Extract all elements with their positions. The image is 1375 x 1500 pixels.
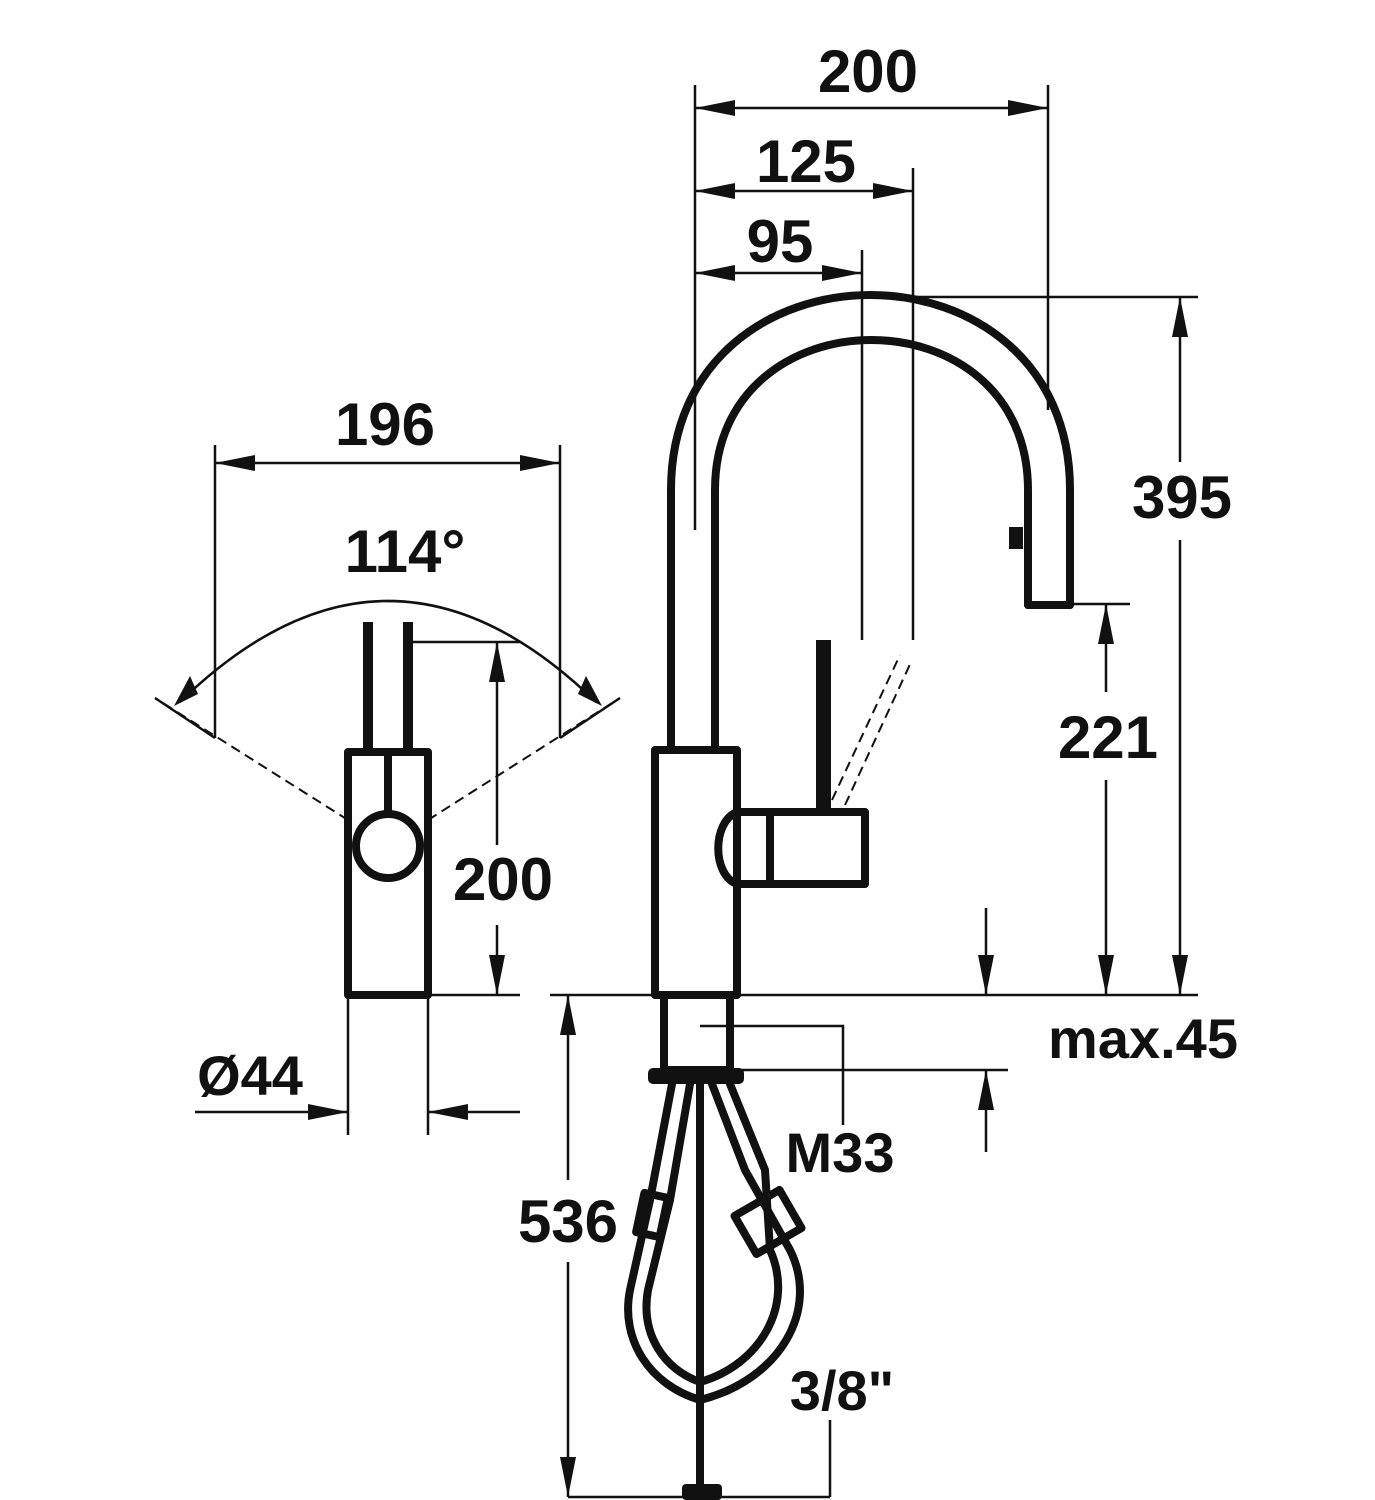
arrow-200-r — [1008, 100, 1048, 116]
arrow-125-r — [873, 183, 913, 199]
arrow-44-r — [428, 1104, 468, 1120]
hose-left-inner — [642, 1080, 704, 1386]
arrow-125-l — [695, 183, 735, 199]
label-200-top: 200 — [818, 38, 918, 105]
lever-hub — [714, 808, 741, 888]
lever-open-position — [844, 659, 913, 806]
lever-block — [733, 808, 869, 888]
label-221: 221 — [1058, 704, 1158, 771]
label-diameter-44: Ø44 — [197, 1044, 303, 1107]
arrow-f200-t — [489, 642, 505, 682]
m33-leader — [700, 1024, 845, 1125]
swivel-left-limit — [154, 697, 349, 821]
dimension-labels: 200 125 95 395 221 max.45 M33 536 3/8" 1… — [197, 38, 1238, 1422]
front-lever-right — [403, 622, 413, 752]
label-114-degrees: 114° — [345, 518, 466, 585]
hose-connector-right — [730, 1185, 806, 1259]
arrow-221-t — [1098, 604, 1114, 644]
arrow-536-b — [560, 1457, 576, 1497]
hose-left — [624, 1080, 704, 1404]
shank — [660, 991, 734, 1074]
swivel-left-ext — [154, 696, 216, 740]
label-max45: max.45 — [1048, 1007, 1238, 1070]
label-536: 536 — [518, 1188, 618, 1255]
arrow-45-b — [978, 1070, 994, 1110]
hose-connector-left — [632, 1188, 672, 1242]
arrow-45-t — [978, 955, 994, 995]
arrow-f200-b — [489, 955, 505, 995]
faucet-front-view — [154, 599, 621, 1135]
label-3-8: 3/8" — [790, 1359, 894, 1422]
arrow-536-t — [560, 995, 576, 1035]
label-196: 196 — [335, 391, 435, 458]
arrow-44-l — [308, 1104, 348, 1120]
arrow-200-l — [695, 100, 735, 116]
swivel-right-limit — [427, 697, 621, 821]
spray-button — [1009, 527, 1023, 549]
arrow-196-l — [215, 455, 255, 471]
arrow-95-r — [822, 265, 862, 281]
lever-handle — [816, 640, 831, 812]
arrow-221-b — [1098, 955, 1114, 995]
label-m33: M33 — [786, 1121, 895, 1184]
label-125: 125 — [756, 128, 856, 195]
label-395: 395 — [1132, 464, 1232, 531]
arrow-395-b — [1172, 955, 1188, 995]
arc-arrow-left — [174, 676, 198, 706]
faucet-side-view — [624, 291, 1074, 1500]
hose-right-inner — [696, 1080, 783, 1386]
swivel-arc — [179, 599, 597, 703]
arc-arrow-right — [578, 676, 602, 706]
front-lever-hub — [352, 810, 424, 882]
arrow-196-r — [520, 455, 560, 471]
front-lever-left — [363, 622, 373, 752]
swivel-right-ext — [559, 696, 621, 740]
dimension-lines — [195, 85, 1198, 1499]
spout-outer — [667, 291, 1074, 754]
label-200-front: 200 — [453, 846, 553, 913]
hose-right — [696, 1080, 804, 1404]
label-95: 95 — [747, 208, 814, 275]
arrow-395-t — [1172, 297, 1188, 337]
arrow-95-l — [695, 265, 735, 281]
lever-open-position-2 — [831, 654, 901, 801]
spout-inner — [711, 336, 1032, 754]
